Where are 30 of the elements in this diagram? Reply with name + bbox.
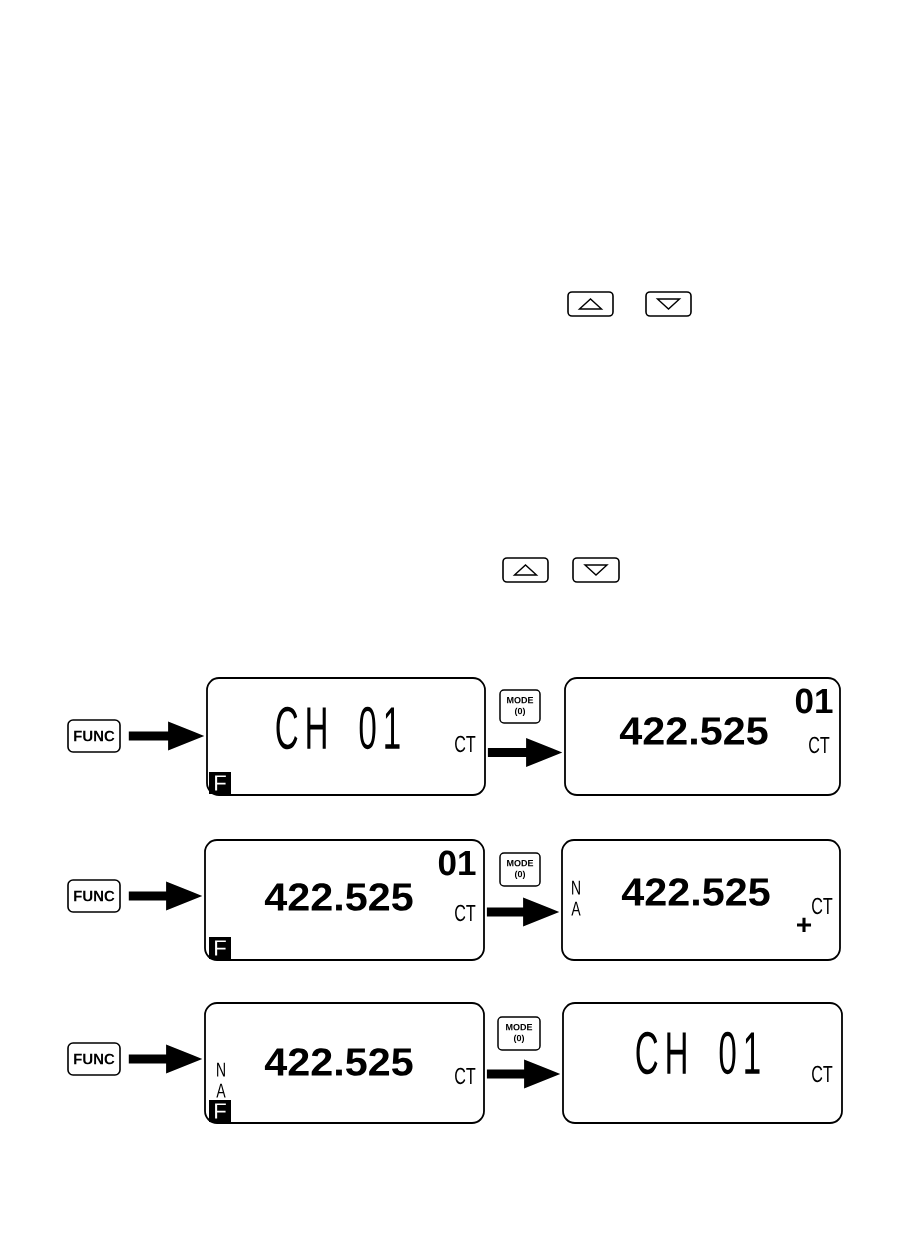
function-button: FUNC bbox=[67, 879, 121, 913]
up-button-icon bbox=[567, 291, 614, 317]
down-button-icon bbox=[572, 557, 620, 583]
down-button-icon bbox=[645, 291, 692, 317]
display-text: CH 01 bbox=[276, 706, 400, 750]
indicator-text: N A bbox=[216, 1062, 226, 1098]
indicator-text: N A bbox=[571, 880, 581, 916]
function-button: FUNC bbox=[67, 1042, 121, 1076]
indicator-text: CT bbox=[455, 904, 476, 922]
indicator-text: CT bbox=[809, 736, 830, 754]
frequency-readout: 422.525 bbox=[264, 1048, 413, 1076]
indicator-text: CT bbox=[455, 735, 476, 753]
mode-button: MODE (0) bbox=[499, 852, 541, 887]
f-indicator: F bbox=[209, 772, 231, 794]
frequency-readout: 422.525 bbox=[621, 878, 770, 906]
channel-number: 01 bbox=[795, 688, 833, 714]
f-indicator: F bbox=[209, 937, 231, 959]
display-text: CH 01 bbox=[636, 1031, 760, 1075]
mode-button: MODE (0) bbox=[499, 689, 541, 724]
mode-button: MODE (0) bbox=[497, 1016, 541, 1051]
frequency-readout: 422.525 bbox=[619, 717, 768, 745]
frequency-readout: 422.525 bbox=[264, 883, 413, 911]
indicator-text: CT bbox=[455, 1067, 476, 1085]
function-button: FUNC bbox=[67, 719, 121, 753]
channel-number: 01 bbox=[438, 850, 476, 876]
f-indicator: F bbox=[209, 1100, 231, 1122]
plus-sign: + bbox=[797, 917, 812, 932]
indicator-text: CT bbox=[812, 1065, 833, 1083]
indicator-text: CT bbox=[812, 897, 833, 915]
up-button-icon bbox=[502, 557, 549, 583]
